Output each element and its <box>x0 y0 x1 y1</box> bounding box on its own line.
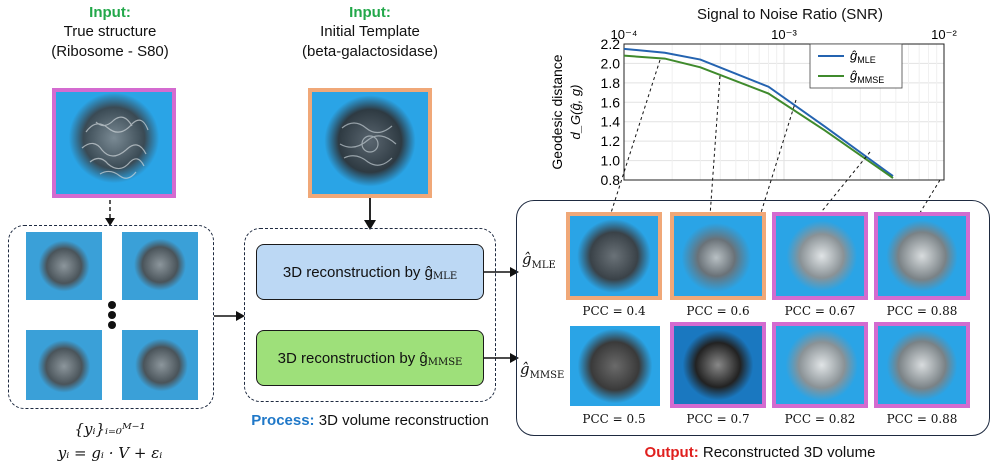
x-tick-label: 10⁻² <box>931 27 957 42</box>
pcc-mle-3: PCC = 0.67 <box>784 304 856 318</box>
pcc-mmse-4: PCC = 0.88 <box>886 412 958 426</box>
formula-model: yᵢ = gᵢ · V + εᵢ <box>57 444 163 462</box>
chart-y-label: Geodesic distance <box>549 54 565 169</box>
y-tick-label: 1.2 <box>601 133 621 149</box>
pcc-mmse-1: PCC = 0.5 <box>582 412 646 426</box>
chart-y-ticks: 2.2 2.0 1.8 1.6 1.4 1.2 1.0 0.8 <box>601 36 621 188</box>
initial-template-image <box>308 88 432 198</box>
process-caption: Process: 3D volume reconstruction <box>228 412 512 429</box>
left-down-arrow <box>105 200 115 226</box>
mmse-output-image-1 <box>570 326 660 406</box>
chart-legend: ĝMLE ĝMMSE <box>809 43 903 89</box>
mmse-output-image-2 <box>670 322 766 408</box>
left-title-line1: True structure <box>63 23 157 40</box>
legend-mmse-label: ĝMMSE <box>850 68 884 85</box>
mle-button-label: 3D reconstruction by ĝ <box>282 263 433 281</box>
output-label: Output: <box>644 444 699 461</box>
left-to-process-arrow <box>214 311 245 321</box>
chart-series <box>623 47 894 179</box>
process-label: Process: <box>251 412 315 429</box>
process-text: 3D volume reconstruction <box>314 412 489 429</box>
projection-image-2 <box>122 232 198 300</box>
row-label-mmse: ĝMMSE <box>520 360 565 381</box>
legend-box <box>809 43 903 89</box>
true-structure-image <box>52 88 176 198</box>
middle-input-label: Input: <box>349 4 391 21</box>
x-tick-label: 10⁻³ <box>771 27 797 42</box>
y-tick-label: 1.6 <box>601 94 621 110</box>
left-title-line2: (Ribosome - S80) <box>51 43 169 60</box>
connector-line-5 <box>917 179 940 217</box>
connector-line-4 <box>817 151 871 217</box>
series-line-mmse <box>623 54 894 179</box>
output-text: Reconstructed 3D volume <box>698 444 876 461</box>
formula-set: {yᵢ}ᵢ₌₀ᴹ⁻¹ <box>74 420 146 438</box>
middle-down-arrow <box>364 198 376 230</box>
legend-mle-label: ĝMLE <box>850 48 876 65</box>
galactosidase-texture <box>339 122 397 166</box>
projections-box <box>8 225 214 409</box>
mle-output-image-3 <box>772 212 868 300</box>
left-input-label: Input: <box>89 4 131 21</box>
pcc-mle-1: PCC = 0.4 <box>582 304 646 318</box>
process-to-output-arrows <box>484 267 519 363</box>
y-tick-label: 2.2 <box>601 36 621 52</box>
mle-output-image-2 <box>670 212 766 300</box>
mle-button-sub: MLE <box>432 270 458 282</box>
connector-line-1 <box>609 59 661 217</box>
mmse-button-label: 3D reconstruction by ĝ <box>277 349 428 367</box>
output-box <box>516 200 990 436</box>
chart-plot-frame <box>623 43 945 181</box>
chart-y-label-2: d_G(ĝ, g) <box>568 85 583 140</box>
ribosome-texture <box>81 116 149 179</box>
connector-line-2 <box>709 75 721 217</box>
mmse-output-image-3 <box>772 322 868 408</box>
pcc-mle-4: PCC = 0.88 <box>886 304 958 318</box>
snr-chart: 2.2 2.0 1.8 1.6 1.4 1.2 1.0 0.8 10⁻⁴ 10⁻³ 10⁻² ĝM… <box>549 27 958 188</box>
projection-image-3 <box>26 330 102 400</box>
output-caption: Output: Reconstructed 3D volume <box>600 444 920 461</box>
process-box <box>244 228 496 402</box>
mle-output-image-1 <box>566 212 662 300</box>
row-label-mle: ĝMLE <box>522 250 556 271</box>
chart-connector-lines <box>609 59 940 217</box>
pcc-mle-2: PCC = 0.6 <box>686 304 750 318</box>
mmse-button-sub: MMSE <box>427 356 463 368</box>
middle-title-line2: (beta-galactosidase) <box>302 43 438 60</box>
y-tick-label: 0.8 <box>601 172 621 188</box>
pcc-mmse-3: PCC = 0.82 <box>784 412 856 426</box>
connector-line-3 <box>759 99 797 217</box>
pcc-mmse-2: PCC = 0.7 <box>686 412 750 426</box>
ellipsis-dots-icon <box>108 301 116 329</box>
x-tick-label: 10⁻⁴ <box>611 27 638 42</box>
mle-output-image-4 <box>874 212 970 300</box>
projection-image-4 <box>122 330 198 400</box>
y-tick-label: 1.4 <box>601 114 621 130</box>
mmse-output-image-4 <box>874 322 970 408</box>
series-line-mle <box>623 47 894 177</box>
chart-title: Signal to Noise Ratio (SNR) <box>697 6 883 23</box>
middle-title-line1: Initial Template <box>320 23 420 40</box>
y-tick-label: 1.8 <box>601 75 621 91</box>
projection-image-1 <box>26 232 102 300</box>
chart-x-ticks: 10⁻⁴ 10⁻³ 10⁻² <box>611 27 958 42</box>
y-tick-label: 2.0 <box>601 55 621 71</box>
y-tick-label: 1.0 <box>601 153 621 169</box>
